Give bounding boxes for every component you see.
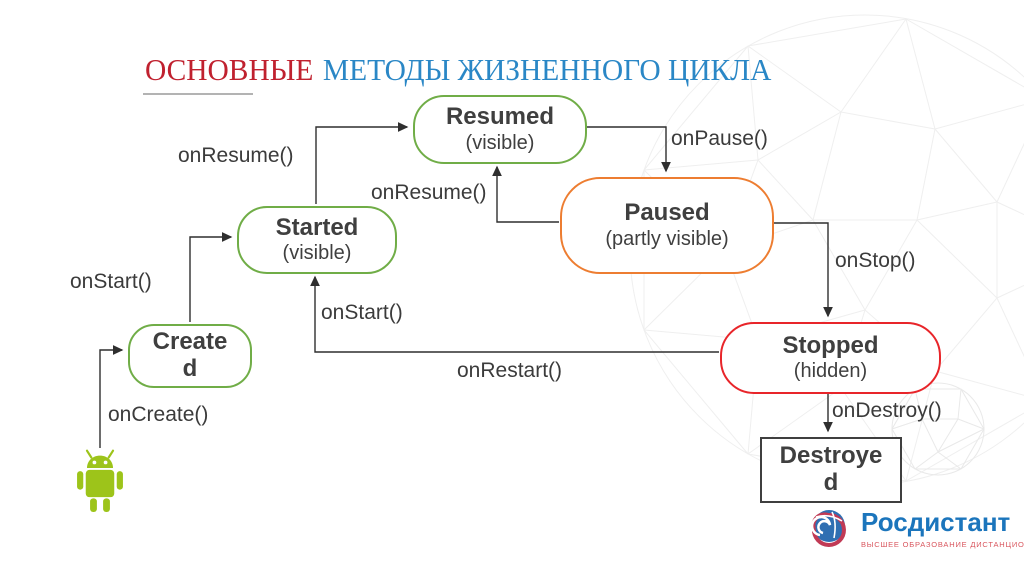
android-robot-icon	[77, 449, 123, 513]
state-visibility: (visible)	[282, 242, 352, 265]
transition-label-onresume-1: onResume()	[178, 144, 294, 167]
title-underline	[143, 93, 253, 95]
slide-title-accent: ОСНОВНЫЕ	[145, 52, 314, 87]
state-node-created: Created	[128, 324, 252, 388]
state-node-stopped: Stopped (hidden)	[720, 322, 941, 394]
state-node-resumed: Resumed (visible)	[413, 95, 587, 164]
transition-label-onstart-1: onStart()	[70, 270, 152, 293]
rosdistant-globe-icon	[810, 510, 846, 547]
transition-label-onstop: onStop()	[835, 249, 916, 272]
logo-brand: Росдистант	[861, 507, 1011, 538]
state-label: Destroyed	[779, 442, 883, 496]
state-node-started: Started (visible)	[237, 206, 397, 274]
transition-label-onstart-2: onStart()	[321, 301, 403, 324]
transition-label-ondestroy: onDestroy()	[832, 399, 942, 422]
state-visibility: (hidden)	[793, 360, 868, 383]
rosdistant-logo: Росдистант ВЫСШЕЕ ОБРАЗОВАНИЕ ДИСТАНЦИОН…	[806, 507, 1024, 551]
transition-label-onrestart: onRestart()	[457, 359, 563, 382]
logo-tagline: ВЫСШЕЕ ОБРАЗОВАНИЕ ДИСТАНЦИОННО	[861, 539, 1024, 549]
state-label: Resumed	[445, 103, 555, 131]
state-label: Created	[152, 328, 228, 382]
state-node-paused: Paused (partly visible)	[560, 177, 774, 274]
state-visibility: (partly visible)	[605, 227, 729, 250]
transition-label-onpause: onPause()	[671, 127, 768, 150]
state-label: Paused	[624, 199, 710, 227]
state-node-destroyed: Destroyed	[760, 437, 902, 503]
transition-label-onresume-2: onResume()	[371, 181, 487, 204]
state-visibility: (visible)	[465, 131, 535, 154]
state-label: Started	[275, 213, 359, 241]
logo-text-block: Росдистант ВЫСШЕЕ ОБРАЗОВАНИЕ ДИСТАНЦИОН…	[861, 507, 1024, 549]
transition-label-oncreate: onCreate()	[108, 403, 209, 426]
state-label: Stopped	[782, 331, 879, 359]
slide-title-rest: МЕТОДЫ ЖИЗНЕННОГО ЦИКЛА	[322, 52, 772, 87]
